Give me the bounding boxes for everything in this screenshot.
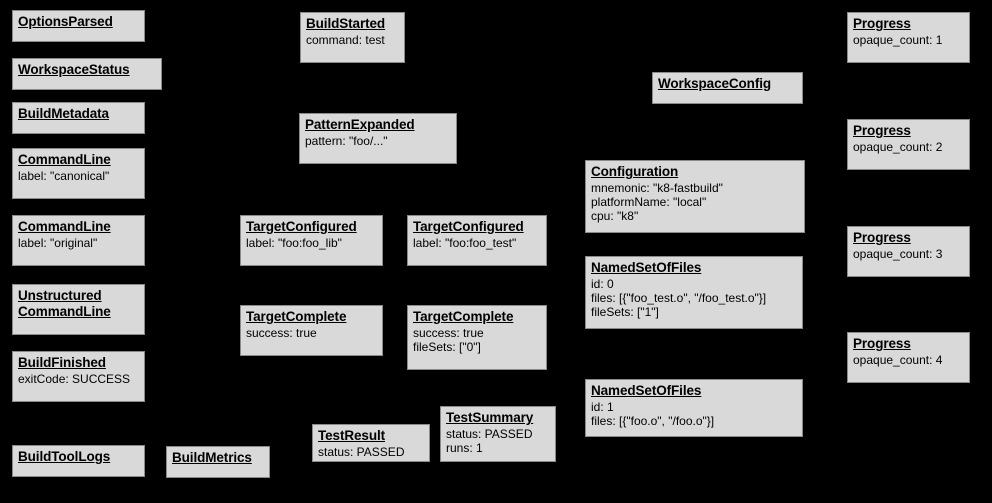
event-node-title: TargetConfigured: [413, 219, 524, 234]
event-node-title: WorkspaceStatus: [18, 62, 130, 77]
event-node-options-parsed[interactable]: OptionsParsed: [12, 10, 145, 42]
event-node-attributes: opaque_count: 1: [853, 33, 964, 47]
event-node-attribute: success: true: [413, 325, 484, 340]
event-node-workspace-status[interactable]: WorkspaceStatus: [12, 58, 162, 90]
event-node-attributes: command: test: [306, 33, 399, 47]
event-node-attribute: pattern: "foo/...": [305, 133, 388, 148]
event-node-title: TargetConfigured: [246, 219, 357, 234]
event-node-attribute: runs: 1: [446, 441, 483, 456]
event-node-unstructured-command-line[interactable]: Unstructured CommandLine: [12, 284, 145, 335]
event-node-title: Progress: [853, 336, 911, 351]
event-node-title: BuildToolLogs: [18, 449, 111, 464]
event-node-title: Progress: [853, 123, 911, 138]
event-node-title: BuildMetrics: [172, 450, 252, 465]
event-node-attribute: status: PASSED: [446, 426, 533, 441]
event-node-title: Configuration: [591, 164, 679, 179]
event-node-title: Progress: [853, 16, 911, 31]
event-node-attribute: opaque_count: 3: [853, 246, 943, 261]
event-node-build-tool-logs[interactable]: BuildToolLogs: [12, 445, 145, 477]
event-node-attributes: opaque_count: 2: [853, 140, 964, 154]
event-node-attributes: mnemonic: "k8-fastbuild"platformName: "l…: [591, 181, 799, 223]
event-node-attributes: label: "canonical": [18, 169, 139, 183]
event-node-title: NamedSetOfFiles: [591, 260, 702, 275]
event-node-attribute: mnemonic: "k8-fastbuild": [591, 180, 723, 195]
event-node-attribute: label: "original": [18, 235, 98, 250]
event-node-attribute: opaque_count: 1: [853, 32, 943, 47]
event-node-build-metadata[interactable]: BuildMetadata: [12, 102, 145, 134]
event-node-title: Unstructured CommandLine: [18, 288, 111, 319]
event-node-title: NamedSetOfFiles: [591, 383, 702, 398]
event-node-attribute: opaque_count: 4: [853, 352, 943, 367]
event-node-attribute: fileSets: ["1"]: [591, 305, 659, 320]
event-node-title: OptionsParsed: [18, 14, 113, 29]
event-node-attributes: label: "foo:foo_lib": [246, 236, 377, 250]
event-node-attribute: cpu: "k8": [591, 209, 639, 224]
event-node-attribute: status: PASSED: [318, 444, 405, 459]
event-node-title: TargetComplete: [413, 309, 514, 324]
event-node-attribute: files: [{"foo.o", "/foo.o"}]: [591, 414, 715, 429]
event-node-attributes: label: "original": [18, 236, 139, 250]
event-node-attribute: platformName: "local": [591, 195, 707, 210]
event-node-title: TestSummary: [446, 410, 534, 425]
event-node-title: BuildStarted: [306, 16, 386, 31]
event-node-title: TestResult: [318, 428, 386, 443]
event-node-attribute: command: test: [306, 32, 385, 47]
event-node-workspace-config[interactable]: WorkspaceConfig: [652, 72, 803, 104]
event-node-attributes: exitCode: SUCCESS: [18, 372, 139, 386]
event-node-attribute: label: "foo:foo_test": [413, 235, 517, 250]
event-node-title: Progress: [853, 230, 911, 245]
event-node-attributes: label: "foo:foo_test": [413, 236, 541, 250]
event-node-title: CommandLine: [18, 219, 111, 234]
event-node-title: WorkspaceConfig: [658, 76, 772, 91]
event-node-attribute: files: [{"foo_test.o", "/foo_test.o"}]: [591, 291, 767, 306]
event-node-attribute: label: "canonical": [18, 168, 110, 183]
event-node-attribute: id: 0: [591, 276, 614, 291]
event-node-attributes: status: PASSED: [318, 445, 424, 459]
event-node-attributes: success: true: [246, 326, 377, 340]
event-node-build-metrics[interactable]: BuildMetrics: [166, 446, 270, 478]
event-node-attributes: opaque_count: 4: [853, 353, 964, 367]
event-node-attribute: exitCode: SUCCESS: [18, 371, 131, 386]
event-node-title: TargetComplete: [246, 309, 347, 324]
event-node-attribute: fileSets: ["0"]: [413, 340, 481, 355]
event-node-attribute: success: true: [246, 325, 317, 340]
event-node-title: PatternExpanded: [305, 117, 415, 132]
event-node-title: BuildMetadata: [18, 106, 109, 121]
event-node-title: CommandLine: [18, 152, 111, 167]
event-node-attribute: id: 1: [591, 399, 614, 414]
event-node-attributes: opaque_count: 3: [853, 247, 964, 261]
event-node-attribute: opaque_count: 2: [853, 139, 943, 154]
event-node-title: BuildFinished: [18, 355, 106, 370]
event-node-attribute: label: "foo:foo_lib": [246, 235, 342, 250]
event-node-attributes: pattern: "foo/...": [305, 134, 451, 148]
